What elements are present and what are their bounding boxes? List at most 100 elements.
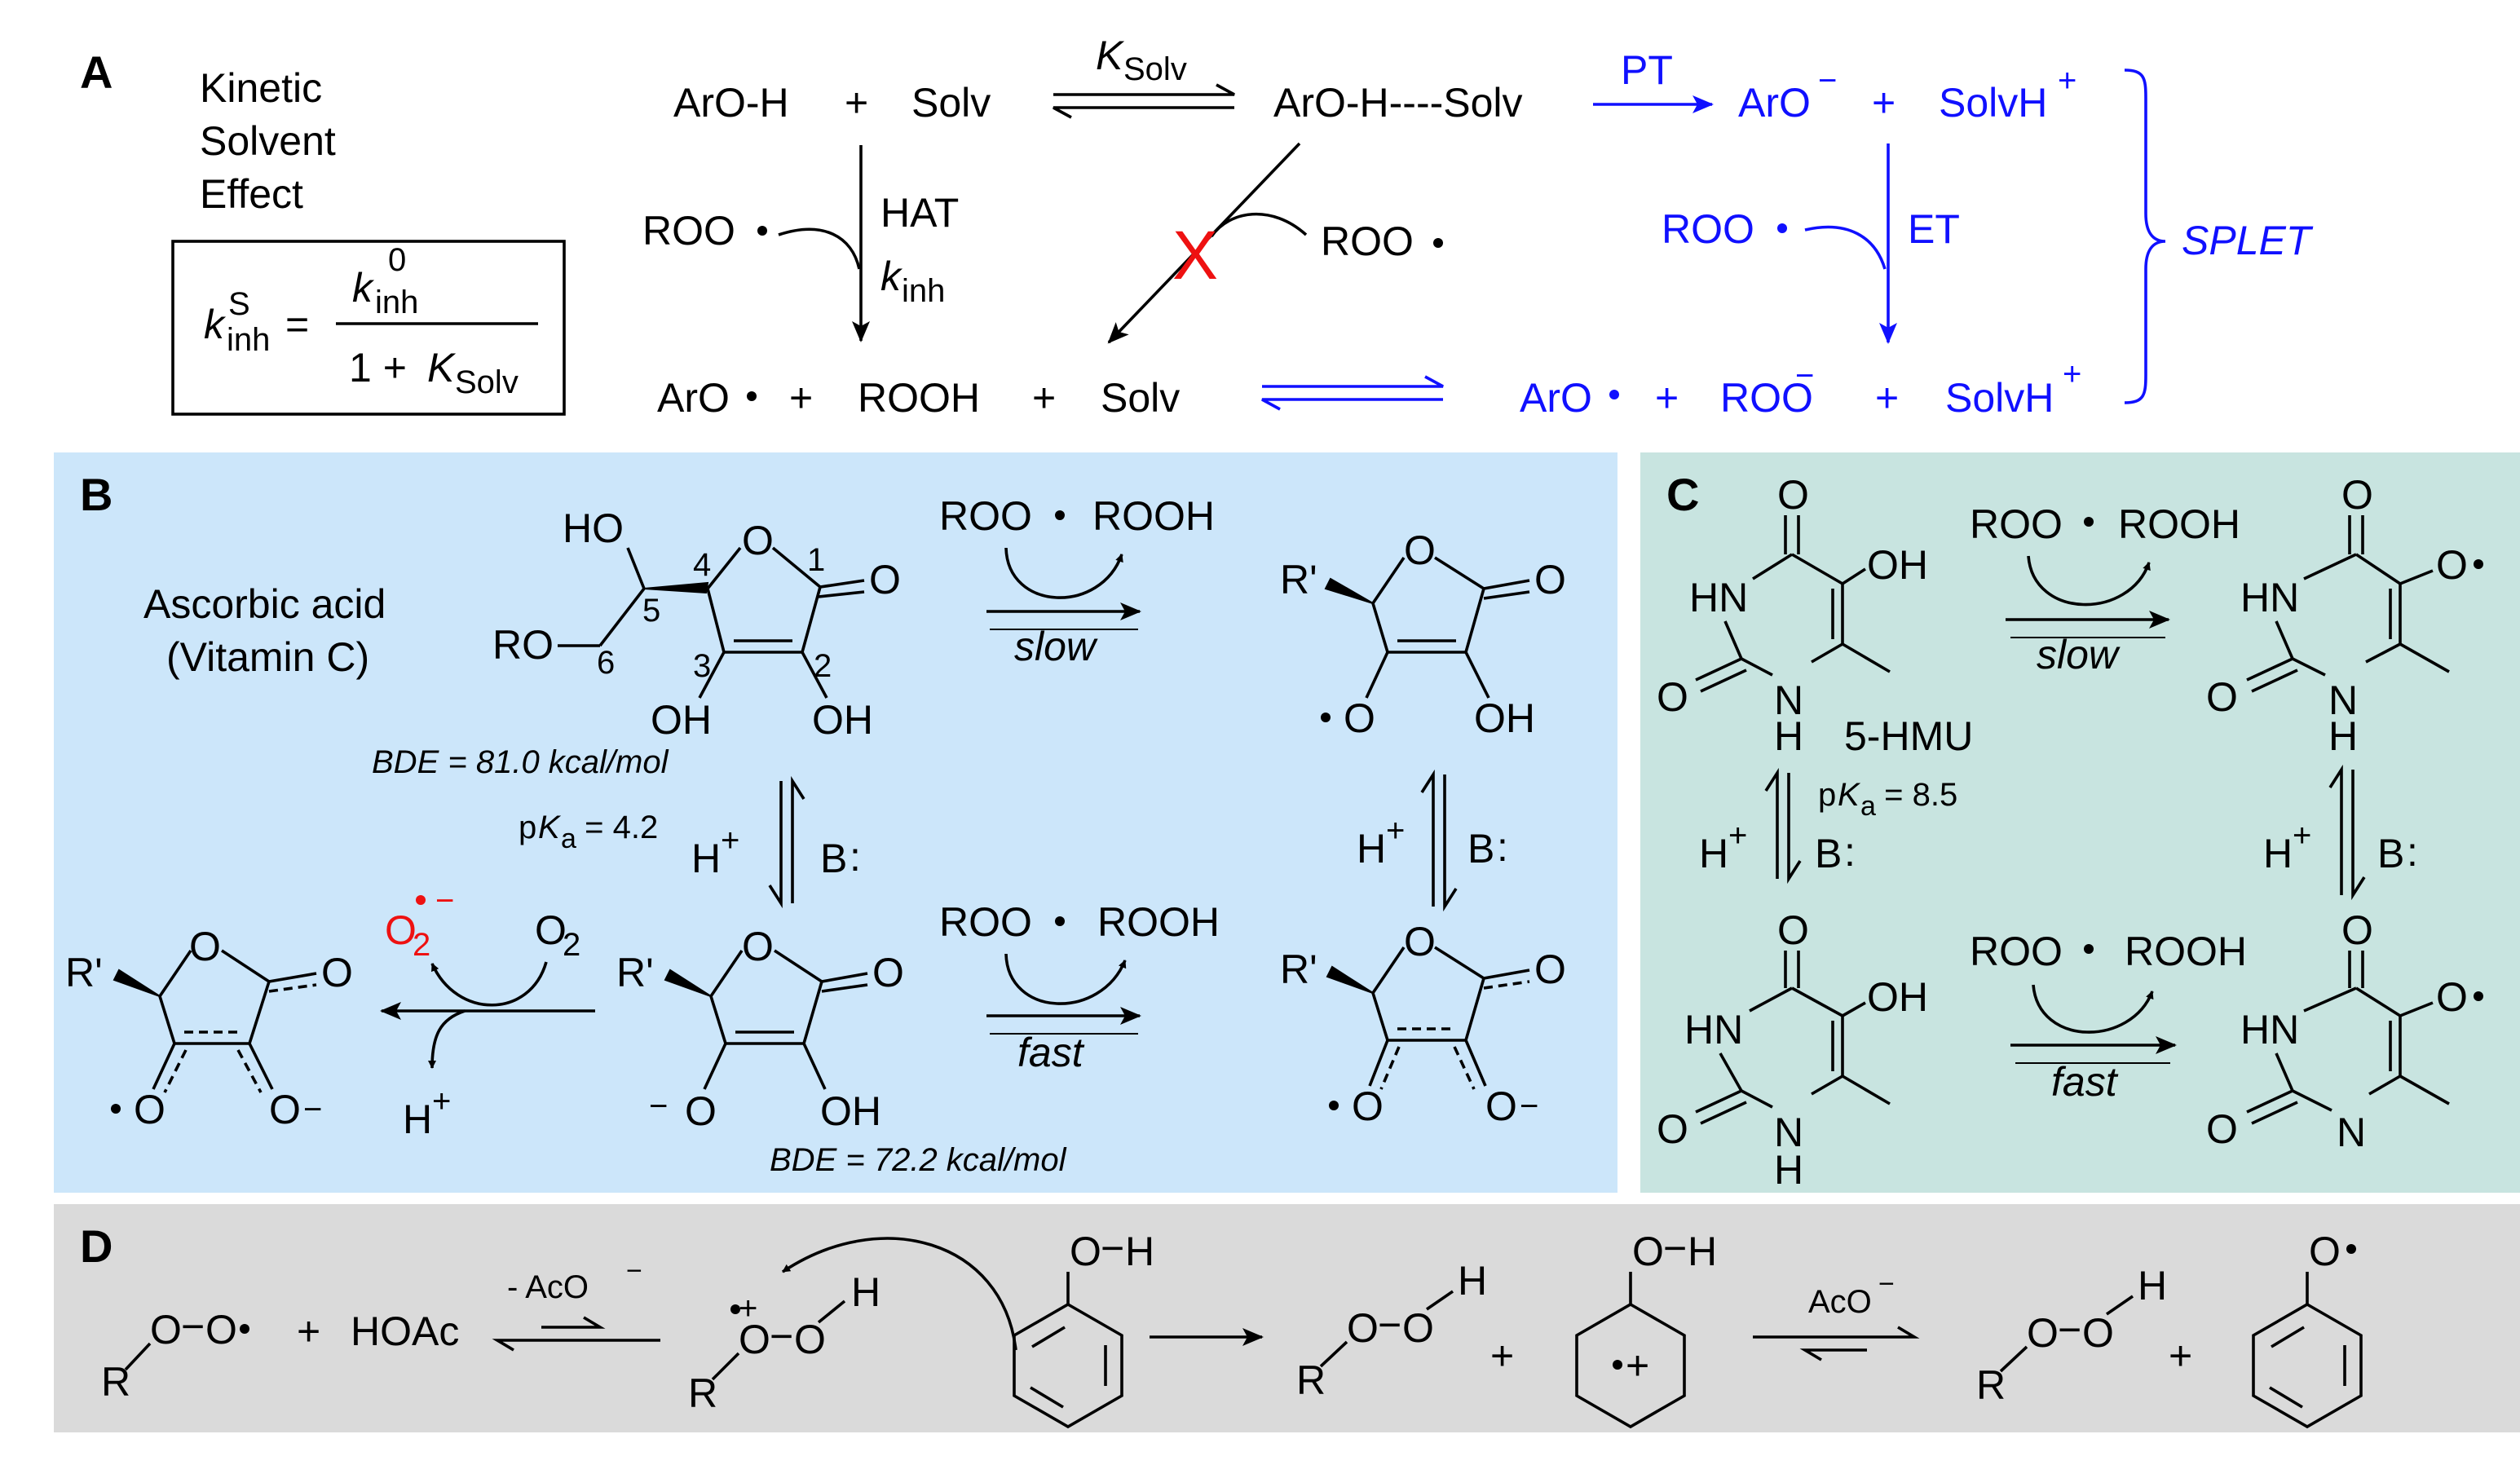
d-phenol-o: O — [1070, 1229, 1101, 1274]
bond — [2399, 569, 2434, 585]
d-eq2-reverse — [1799, 1348, 1867, 1361]
d-phenol-h: H — [1125, 1229, 1154, 1274]
b-pka-value: = 4.2 — [576, 810, 658, 845]
bond — [1791, 553, 1843, 585]
wedge-bond — [1326, 965, 1374, 994]
bond — [1425, 1290, 1454, 1311]
bond — [248, 981, 271, 1044]
b-fast-label: fast — [1017, 1030, 1085, 1075]
d-dash2: − — [770, 1313, 793, 1359]
bond — [1483, 969, 1530, 980]
ascorbic-acid-structure: HO RO O O OH OH 1 2 3 4 5 6 — [492, 505, 901, 743]
b-pka-K: K — [538, 810, 562, 845]
bond — [2365, 642, 2401, 664]
c-tl-o2: O — [1657, 674, 1688, 720]
b-right-hplus: H — [1357, 826, 1386, 871]
a-solvh-top-charge: + — [2058, 63, 2076, 99]
bond-partial — [163, 1049, 188, 1093]
a-solv-bottom: Solv — [1101, 375, 1180, 421]
d-plus-1: + — [297, 1308, 320, 1354]
bond-partial — [1453, 1046, 1476, 1090]
b-tr-ring-o: O — [1404, 527, 1436, 573]
a-et-label: ET — [1908, 206, 1960, 252]
bond — [1811, 1074, 1843, 1096]
bond — [1483, 579, 1530, 590]
b-left-eq-up — [791, 775, 805, 903]
benzene-ring — [2252, 1302, 2363, 1429]
bond — [706, 588, 726, 653]
b-aa-carbonyl-o: O — [869, 557, 901, 602]
bond — [698, 651, 726, 699]
d-o3a: O — [1347, 1305, 1379, 1351]
bond — [598, 587, 646, 647]
radical-dot — [1055, 510, 1065, 520]
panel-d-background — [54, 1204, 2520, 1432]
a-equilibrium-top — [1053, 83, 1235, 96]
a-solvh-top: SolvH — [1939, 80, 2047, 126]
bond — [802, 981, 823, 1044]
radical-dot — [757, 226, 767, 236]
c-slow-roo: ROO — [1970, 501, 2063, 547]
c-left-hplus-sup: + — [1728, 818, 1747, 854]
kse-title-line-1: Kinetic — [200, 65, 322, 111]
b-left-base: B — [820, 836, 847, 881]
a-roo-right: ROO — [1321, 218, 1414, 264]
a-plus-3: + — [1032, 375, 1056, 421]
b-tr-rprime: R' — [1280, 557, 1317, 602]
d-r1: R — [101, 1359, 130, 1405]
a-aro-anion: ArO — [1738, 80, 1811, 126]
bond — [2399, 642, 2450, 673]
b-aa-num-4: 4 — [693, 547, 711, 583]
b-fast-roo: ROO — [939, 899, 1032, 945]
d-o4a: O — [2027, 1310, 2059, 1356]
panel-d: D R O − O + HOAc - AcO − + O − O H R — [80, 1220, 2363, 1429]
bond — [158, 995, 176, 1044]
bond-partial — [1483, 980, 1530, 990]
b-bm-oh2: OH — [820, 1088, 881, 1134]
panel-a-letter: A — [80, 46, 113, 98]
panel-b-background — [54, 452, 1617, 1193]
phenoxyl-radical: O — [2252, 1229, 2363, 1429]
bond — [268, 972, 317, 983]
b-bm-ring-o: O — [742, 924, 774, 969]
c-slow-curved-arrow — [2027, 555, 2151, 607]
c-slow-rooh: ROOH — [2118, 501, 2240, 547]
radical-dot — [2474, 559, 2483, 569]
bond — [1464, 651, 1490, 699]
a-plus-2: + — [789, 375, 813, 421]
hmu-anion-bottom-left: O OH HN O N H — [1657, 907, 1928, 1193]
bond — [2246, 1089, 2293, 1114]
b-aa-num-6: 6 — [597, 645, 615, 681]
bond — [818, 590, 865, 598]
b-br-carbonyl-o: O — [1534, 947, 1566, 992]
b-bl-o3: O — [134, 1087, 165, 1132]
bond — [2275, 1052, 2294, 1092]
bond — [2271, 1326, 2305, 1348]
a-crossed-curved-arrow — [1210, 212, 1308, 238]
b-bl-o2: O — [269, 1087, 301, 1132]
c-right-base: B — [2377, 831, 2404, 876]
eq-num-sup: 0 — [388, 242, 406, 278]
d-eq1-forward — [541, 1316, 606, 1329]
c-left-eq-down — [1787, 773, 1802, 885]
d-hoac: HOAc — [351, 1308, 459, 1354]
c-bl-oh: OH — [1867, 974, 1928, 1020]
bond — [1749, 986, 1793, 1013]
panel-a: A Kinetic Solvent Effect k S inh = k 0 i… — [80, 33, 2314, 421]
b-bm-o3: O — [685, 1088, 717, 1134]
d-dash3: − — [1378, 1302, 1401, 1348]
a-solv: Solv — [911, 80, 991, 126]
a-equilibrium-bottom — [1053, 106, 1234, 119]
eq-den-K: K — [427, 345, 457, 391]
bond — [1842, 1074, 1891, 1105]
bond — [1741, 657, 1773, 677]
a-solvh-bottom: SolvH — [1945, 375, 2054, 421]
bond — [1483, 590, 1530, 600]
d-radical-cation-plus: + — [739, 1291, 757, 1326]
d-o2a: O — [739, 1317, 770, 1362]
a-plus-blue-1: + — [1872, 80, 1896, 126]
d-prc-plus: + — [1626, 1343, 1649, 1388]
a-roo-blue: ROO — [1662, 206, 1754, 252]
b-pka-sub: a — [561, 823, 576, 854]
ascorbyl-radical-anion-left: R' O O O O − — [65, 924, 353, 1132]
